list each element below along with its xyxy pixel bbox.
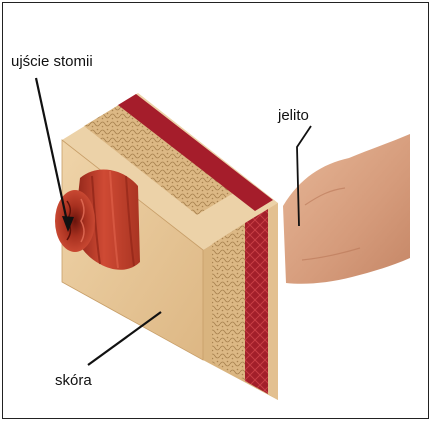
skin-leader — [88, 312, 161, 365]
intestine-label: jelito — [278, 108, 309, 123]
fat-layer-side — [212, 223, 245, 380]
stoma-opening-shape — [55, 190, 95, 252]
skin-label: skóra — [55, 373, 92, 388]
muscle-layer-side — [245, 209, 268, 394]
intestine-tube — [283, 134, 410, 284]
stoma-opening-label: ujście stomii — [11, 54, 93, 69]
